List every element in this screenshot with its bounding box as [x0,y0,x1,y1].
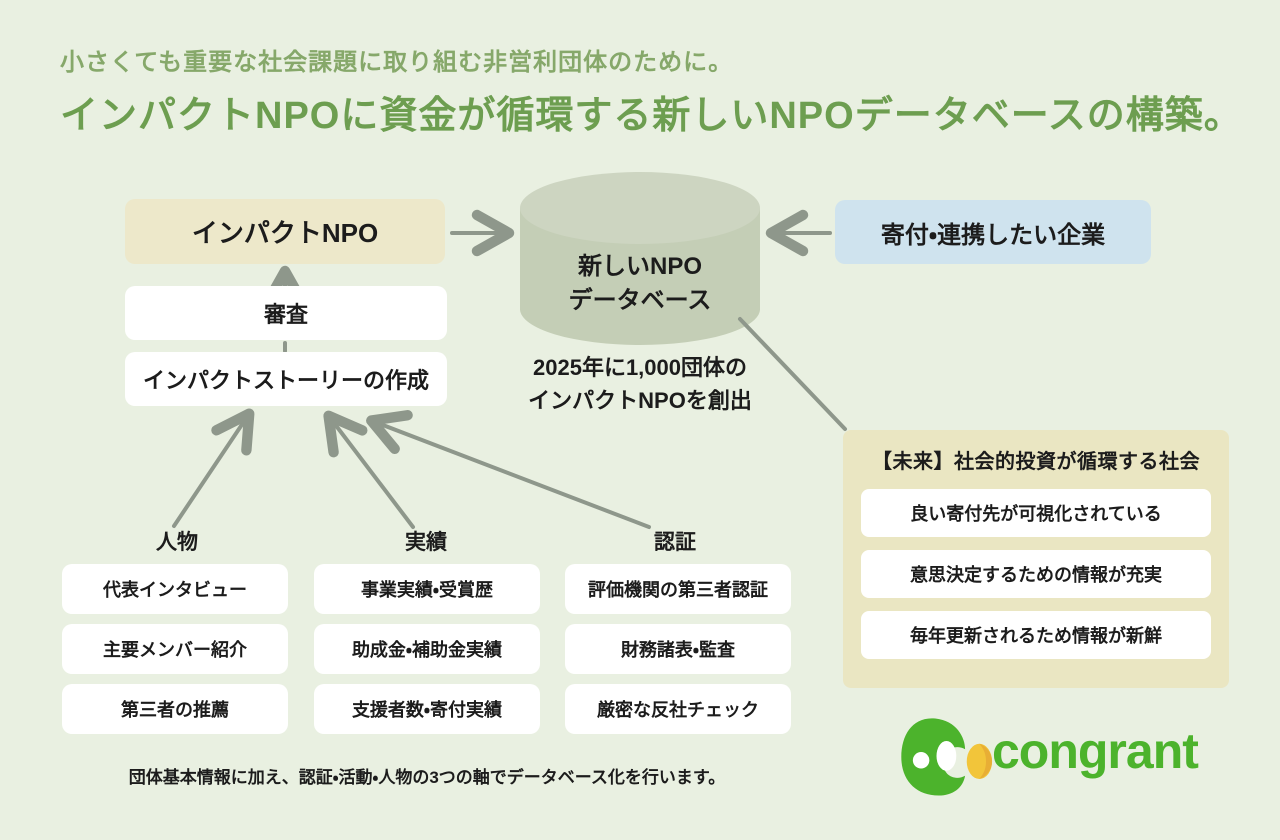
impact-npo-box: インパクトNPO [125,199,445,264]
certification-item: 財務諸表・監査 [565,624,791,674]
database-caption-line2: インパクトNPOを創出 [528,388,752,413]
results-item: 事業実績・受賞歴 [314,564,540,614]
future-item: 良い寄付先が可視化されている [861,489,1211,537]
footer-note: 団体基本情報に加え、認証・活動・人物の3つの軸でデータベース化を行います。 [128,768,726,787]
results-item: 助成金・補助金実績 [314,624,540,674]
page-title: インパクトNPOに資金が循環する新しいNPOデータベースの構築。 [60,95,1243,137]
database-caption-line1: 2025年に1,000団体の [533,355,747,380]
column-label-person: 人物 [156,531,198,554]
future-panel-title: 【未来】社会的投資が循環する社会 [872,451,1200,473]
future-item: 毎年更新されるため情報が新鮮 [861,611,1211,659]
person-item: 第三者の推薦 [62,684,288,734]
company-box: 寄付・連携したい企業 [835,200,1151,264]
review-box: 審査 [125,286,447,340]
story-box: インパクトストーリーの作成 [125,352,447,406]
column-label-certification: 認証 [654,531,696,554]
future-panel: 【未来】社会的投資が循環する社会 良い寄付先が可視化されている 意思決定するため… [843,430,1229,688]
column-label-results: 実績 [405,531,447,554]
arrow-person-to-story [172,408,255,528]
page-subtitle: 小さくても重要な社会課題に取り組む非営利団体のために。 [60,49,734,76]
results-item: 支援者数・寄付実績 [314,684,540,734]
certification-item: 評価機関の第三者認証 [565,564,791,614]
database-label-line1: 新しいNPO [577,253,702,280]
database-caption: 2025年に1,000団体の インパクトNPOを創出 [460,351,820,417]
person-item: 主要メンバー紹介 [62,624,288,674]
congrant-logo-text: congrant [992,723,1199,779]
congrant-mark-icon [901,718,993,796]
database-label: 新しいNPO データベース [520,250,760,318]
certification-item: 厳密な反社チェック [565,684,791,734]
arrow-results-to-story [323,410,415,529]
future-item: 意思決定するための情報が充実 [861,550,1211,598]
database-label-line2: データベース [568,287,712,314]
person-item: 代表インタビュー [62,564,288,614]
arrow-certification-to-story [366,410,651,529]
